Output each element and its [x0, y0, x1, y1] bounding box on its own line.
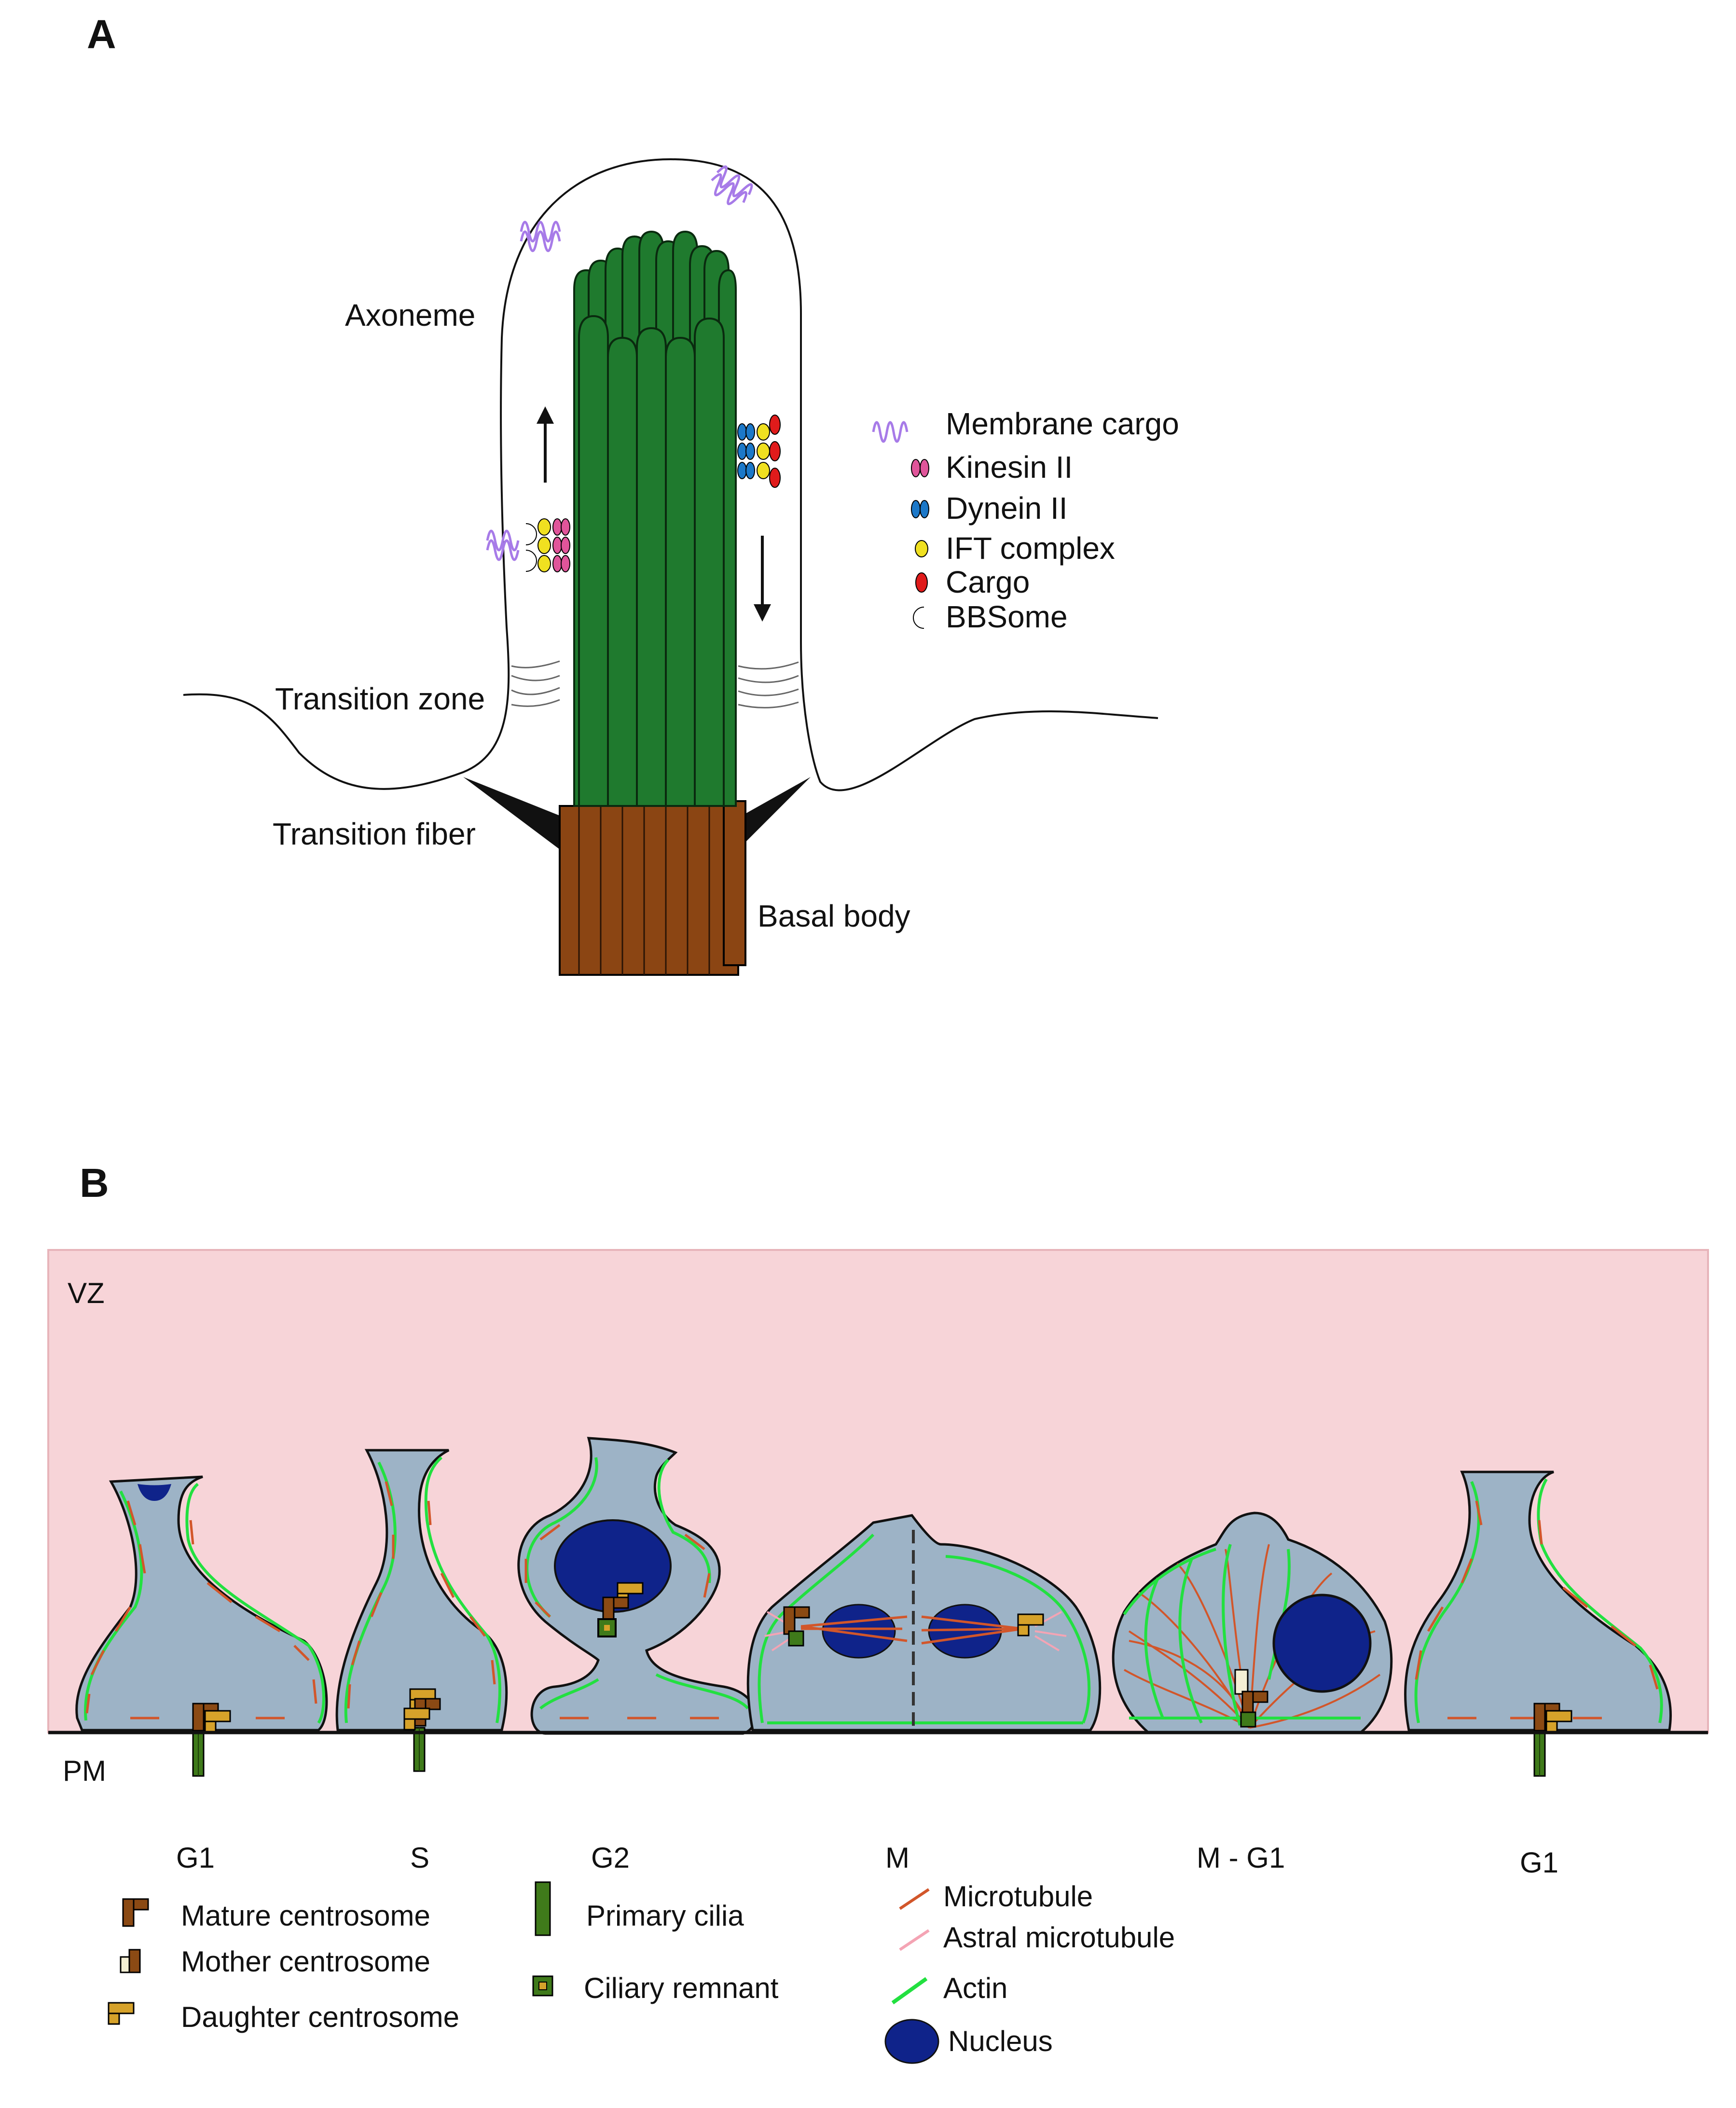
legend-bbsome: BBSome	[946, 599, 1068, 634]
axoneme	[573, 230, 737, 807]
mature-centrosome-icon	[122, 1898, 149, 1927]
cilium-diagram	[183, 158, 1158, 976]
panel-a-letter: A	[87, 12, 116, 57]
microtubule-icon	[899, 1888, 930, 1910]
cell-m-g1	[1112, 1512, 1393, 1734]
legend-ift-complex: IFT complex	[946, 531, 1115, 566]
phase-label-g2: G2	[591, 1842, 630, 1874]
legend-dynein: Dynein II	[946, 491, 1068, 526]
cargo-icon	[915, 572, 928, 593]
phase-label-s: S	[410, 1842, 429, 1874]
label-axoneme: Axoneme	[345, 298, 475, 333]
transition-fiber-left	[463, 777, 560, 849]
membrane-cargo-side	[486, 529, 520, 561]
legend-microtubule: Microtubule	[943, 1880, 1093, 1913]
ciliary-remnant-icon	[532, 1975, 553, 1997]
legend-ciliary-remnant: Ciliary remnant	[584, 1972, 779, 2004]
phase-label-m: M	[885, 1842, 909, 1874]
cell-g1-right	[1404, 1470, 1672, 1777]
mother-centrosome-icon	[120, 1949, 141, 1973]
ift-complex-icon	[915, 540, 928, 557]
phase-label-g1-left: G1	[176, 1842, 215, 1874]
cell-g1-left	[75, 1475, 328, 1777]
transition-fiber-right	[733, 777, 811, 854]
astral-microtubule-icon	[899, 1929, 930, 1951]
kinesin-icon	[911, 459, 929, 477]
label-transition-fiber: Transition fiber	[273, 817, 476, 851]
cell-m	[746, 1514, 1102, 1733]
legend-nucleus: Nucleus	[948, 2025, 1053, 2057]
bbsome-icon	[913, 607, 924, 629]
retrograde-ift-train	[737, 415, 781, 488]
legend-actin: Actin	[943, 1972, 1007, 2004]
anterograde-ift-train	[525, 518, 570, 572]
daughter-centrosome-icon	[108, 2002, 135, 2025]
legend-kinesin: Kinesin II	[946, 450, 1073, 485]
panel-b-legend: Mature centrosome Mother centrosome Daug…	[108, 1880, 1175, 2064]
phase-label-m-g1: M - G1	[1197, 1842, 1285, 1874]
label-transition-zone: Transition zone	[275, 681, 485, 716]
cell-s	[335, 1449, 508, 1772]
membrane-cargo-top-left	[520, 221, 561, 252]
legend-mother-centrosome: Mother centrosome	[181, 1945, 430, 1978]
actin-icon	[891, 1977, 928, 2005]
primary-cilia-icon	[535, 1881, 551, 1936]
cell-g2	[517, 1437, 757, 1735]
panel-b-letter: B	[80, 1160, 109, 1206]
membrane-cargo-top-right	[711, 165, 753, 205]
label-vz: VZ	[68, 1277, 105, 1309]
legend-mature-centrosome: Mature centrosome	[181, 1900, 430, 1932]
label-pm: PM	[63, 1755, 106, 1787]
transition-zone-lines	[511, 660, 799, 708]
legend-daughter-centrosome: Daughter centrosome	[181, 2001, 459, 2033]
basal-body	[559, 800, 746, 976]
panel-a-legend: Membrane cargo Kinesin II Dynein II IFT …	[872, 406, 1179, 634]
legend-cargo: Cargo	[946, 565, 1030, 599]
nucleus-icon	[884, 2019, 939, 2064]
legend-astral-microtubule: Astral microtubule	[943, 1921, 1175, 1954]
membrane-cargo-icon	[872, 421, 909, 443]
ciliary-membrane	[183, 158, 1158, 791]
legend-membrane-cargo: Membrane cargo	[946, 406, 1179, 441]
phase-label-g1-right: G1	[1520, 1846, 1558, 1879]
legend-primary-cilia: Primary cilia	[586, 1900, 744, 1932]
dynein-icon	[911, 500, 929, 518]
label-basal-body: Basal body	[758, 899, 910, 933]
